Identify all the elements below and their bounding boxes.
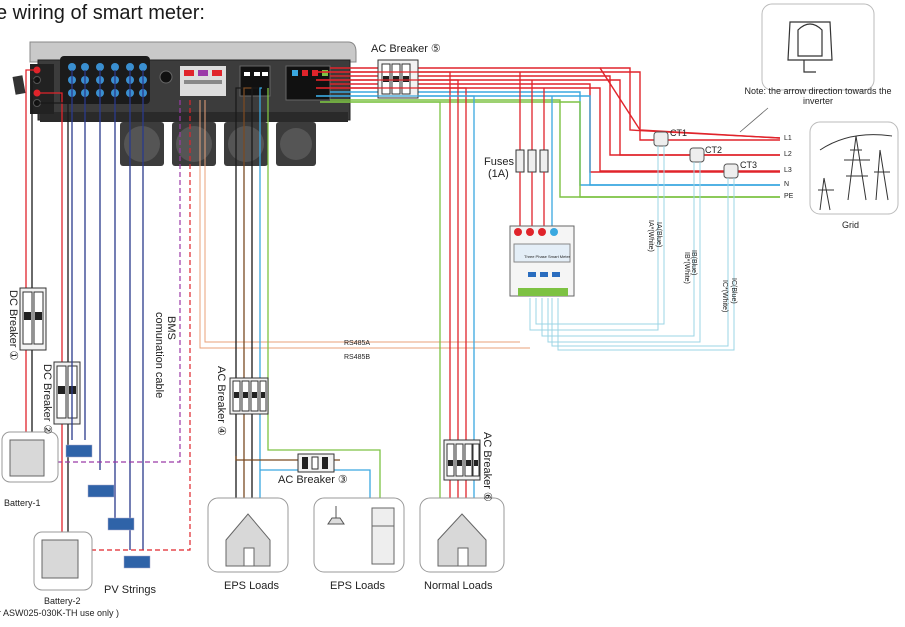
ac-breaker-6-label: AC Breaker ⑥ bbox=[481, 432, 493, 502]
dc-breaker-1 bbox=[19, 287, 47, 351]
ac-breaker-3 bbox=[297, 453, 335, 473]
smart-meter bbox=[509, 225, 575, 297]
line-n-label: N bbox=[784, 181, 790, 188]
ct2-label: CT2 bbox=[705, 145, 723, 155]
rs485b-label: RS485B bbox=[344, 354, 371, 361]
normal-loads-label: Normal Loads bbox=[424, 580, 493, 592]
eps-loads-2-label: EPS Loads bbox=[330, 580, 386, 592]
normal-wiring bbox=[316, 71, 475, 500]
dc-breaker-1-label: DC Breaker ① bbox=[7, 290, 19, 361]
ct-wire-ic: IC(Blue) bbox=[730, 278, 737, 304]
battery-1-label: Battery-1 bbox=[4, 498, 41, 508]
note-box bbox=[761, 3, 875, 91]
battery-2-box bbox=[33, 531, 93, 591]
bms-cable-label: comunation cable bbox=[153, 312, 165, 399]
battery-1-box bbox=[1, 431, 59, 483]
pv-panels bbox=[65, 444, 151, 569]
rs485-lines bbox=[199, 100, 530, 349]
grid-box bbox=[809, 121, 899, 215]
bms-cable bbox=[10, 100, 181, 463]
inverter bbox=[12, 41, 357, 166]
page-title: e wiring of smart meter: bbox=[0, 2, 205, 24]
ct-wire-ib: IB(Blue) bbox=[690, 250, 697, 276]
ac-breaker-4-label: AC Breaker ④ bbox=[215, 366, 227, 436]
pylon-icon bbox=[818, 134, 893, 211]
line-pe-label: PE bbox=[784, 193, 794, 200]
meter-label: Three Phase Smart Meter bbox=[524, 254, 571, 259]
ct3-label: CT3 bbox=[740, 160, 758, 170]
eps-loads-1-label: EPS Loads bbox=[224, 580, 280, 592]
eps-loads-2-box bbox=[313, 497, 405, 573]
ct-sensors bbox=[653, 131, 739, 179]
note-leader bbox=[739, 107, 769, 133]
ct-clamp-icon bbox=[787, 21, 833, 73]
dc-breaker-2 bbox=[53, 361, 81, 425]
ac-breaker-6 bbox=[443, 439, 481, 481]
ac-breaker-5-label: AC Breaker ⑤ bbox=[371, 43, 441, 55]
grid-label: Grid bbox=[842, 220, 860, 230]
bms-cable-2 bbox=[90, 100, 191, 551]
ct-wire-ia-star: IA*(White) bbox=[647, 220, 654, 252]
ac-breaker-5 bbox=[377, 59, 419, 99]
dc-breaker-2-label: DC Breaker ② bbox=[41, 364, 53, 435]
pv-wiring bbox=[71, 70, 144, 550]
bms-label: BMS bbox=[165, 316, 177, 340]
fuses bbox=[515, 72, 553, 230]
ct-wire-ia: IA(Blue) bbox=[655, 222, 662, 248]
ac-breaker-4 bbox=[229, 377, 269, 415]
ct1-label: CT1 bbox=[670, 128, 688, 138]
line-l1-label: L1 bbox=[784, 135, 792, 142]
eps-loads-1-box bbox=[207, 497, 289, 573]
cooling-fans bbox=[120, 122, 316, 166]
fuses-rating: (1A) bbox=[488, 168, 509, 180]
ct-wires bbox=[529, 146, 735, 351]
ct-wire-ic-star: IC*(White) bbox=[721, 280, 728, 313]
line-l2-label: L2 bbox=[784, 151, 792, 158]
normal-loads-box bbox=[419, 497, 505, 573]
line-l3-label: L3 bbox=[784, 167, 792, 174]
ct-note: Note: the arrow direction towards the in… bbox=[744, 86, 892, 106]
battery-2-label: Battery-2 bbox=[44, 596, 81, 606]
ac-breaker-3-label: AC Breaker ③ bbox=[278, 474, 348, 486]
fuses-label: Fuses bbox=[484, 156, 514, 168]
ct-wire-ib-star: IB*(White) bbox=[683, 252, 690, 284]
pv-strings-label: PV Strings bbox=[104, 584, 156, 596]
rs485a-label: RS485A bbox=[344, 340, 371, 347]
footnote: r ASW025-030K-TH use only ) bbox=[0, 608, 120, 618]
